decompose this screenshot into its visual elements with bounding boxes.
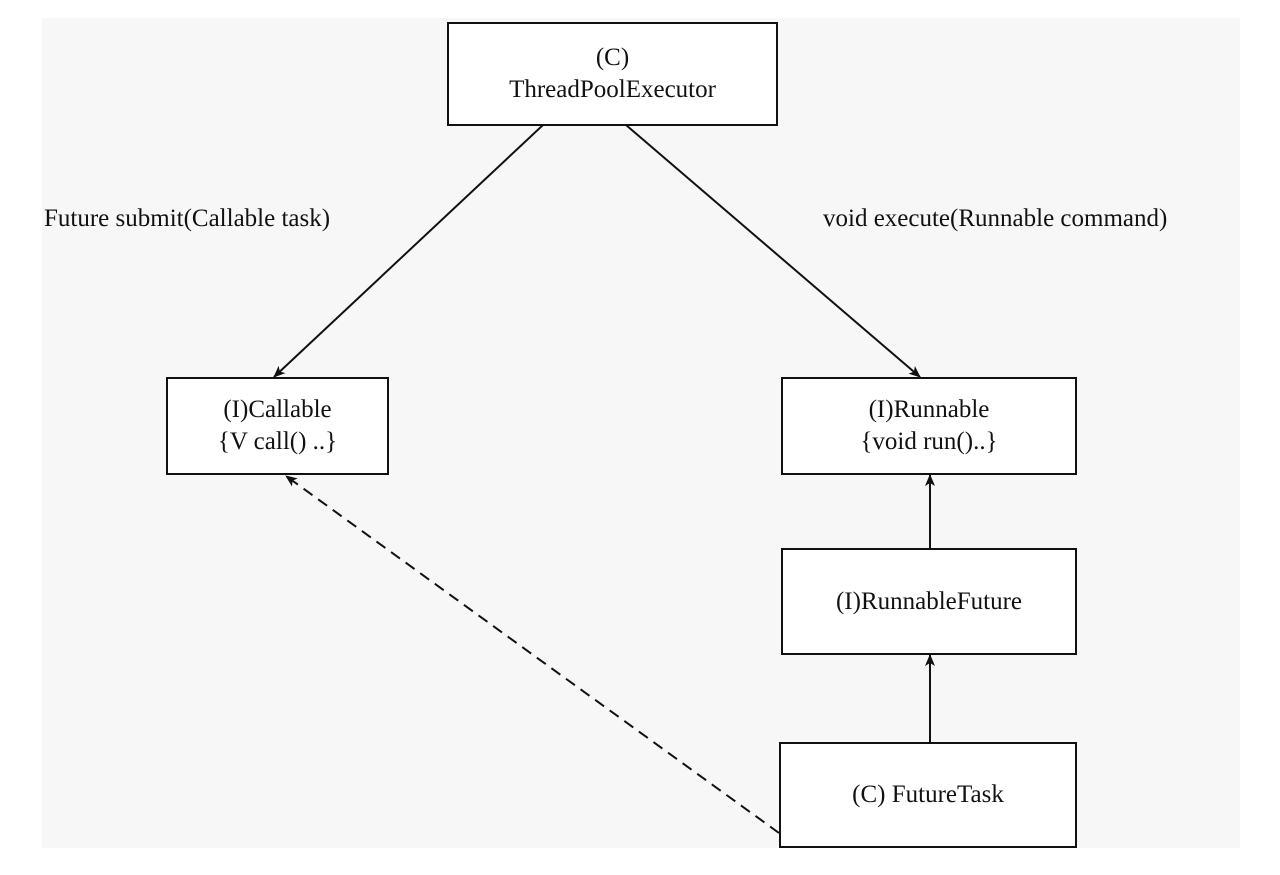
futuretask-uses-callable-edge	[285, 475, 780, 834]
callable-node: (I)Callable {V call() ..}	[166, 377, 389, 475]
thread-pool-executor-node: (C) ThreadPoolExecutor	[447, 22, 778, 126]
runnable-future-node: (I)RunnableFuture	[781, 548, 1077, 655]
runnable-node: (I)Runnable {void run()..}	[781, 377, 1077, 475]
node-label: {V call() ..}	[217, 428, 338, 455]
node-label: (I)Callable	[223, 396, 332, 423]
submit-edge-label: Future submit(Callable task)	[44, 205, 331, 232]
execute-edge	[625, 124, 921, 378]
future-task-node: (C) FutureTask	[779, 742, 1077, 848]
submit-edge	[273, 124, 544, 378]
node-label: ThreadPoolExecutor	[509, 76, 716, 103]
node-label: (I)Runnable	[868, 396, 990, 423]
node-label: (C)	[595, 44, 630, 71]
execute-edge-label: void execute(Runnable command)	[823, 205, 1168, 232]
node-label: {void run()..}	[860, 428, 998, 455]
node-label: (C) FutureTask	[852, 781, 1004, 808]
node-label: (I)RunnableFuture	[835, 587, 1023, 615]
